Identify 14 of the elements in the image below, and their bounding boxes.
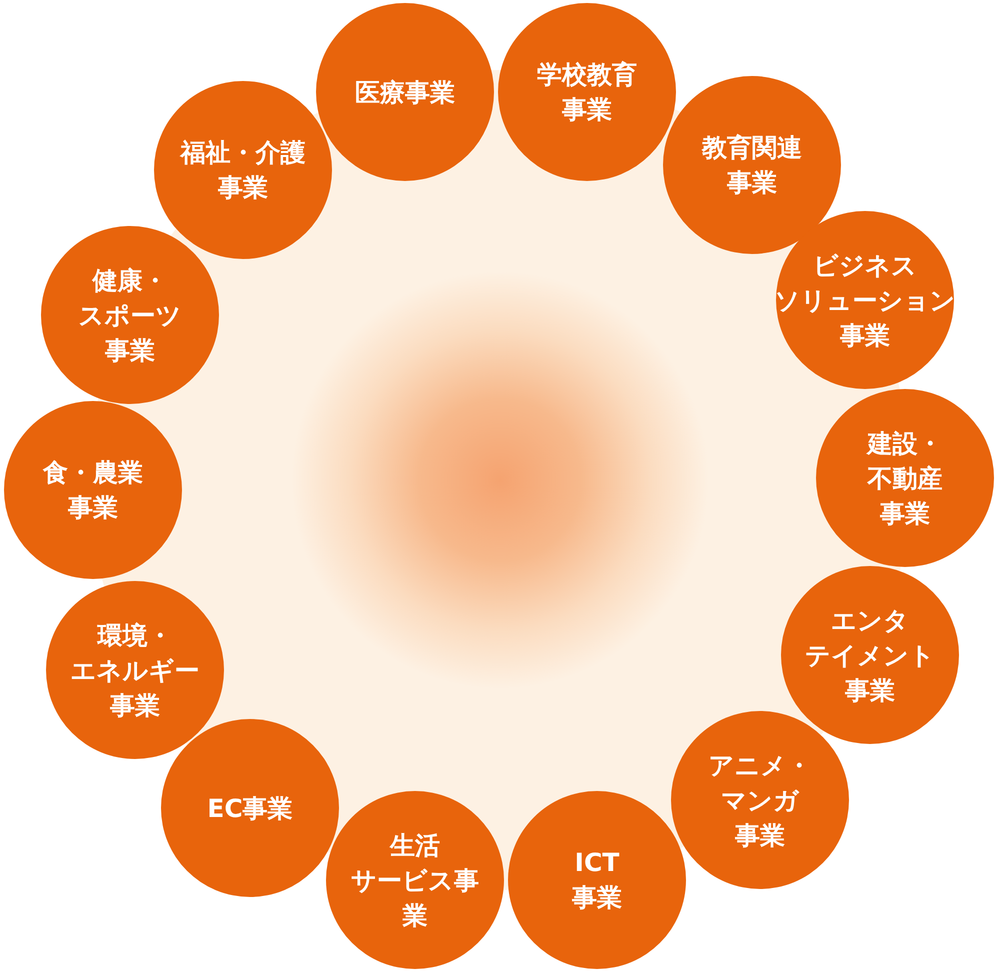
business-label: 建設・不動産事業 bbox=[868, 428, 942, 530]
business-label: 福祉・介護事業 bbox=[180, 137, 306, 204]
business-label: 生活サービス事業 bbox=[351, 830, 479, 932]
business-label: EC事業 bbox=[207, 792, 293, 824]
business-label: ビジネスソリューション事業 bbox=[774, 250, 956, 352]
business-label: エンタテイメント事業 bbox=[805, 604, 935, 706]
business-label: 環境・エネルギー事業 bbox=[70, 620, 200, 722]
business-label: ICT事業 bbox=[572, 847, 622, 914]
business-label: 健康・スポーツ事業 bbox=[78, 264, 182, 366]
business-label: 教育関連事業 bbox=[702, 132, 802, 199]
business-label: 医療事業 bbox=[355, 76, 455, 108]
business-label: 学校教育事業 bbox=[537, 59, 637, 126]
business-label: アニメ・マンガ事業 bbox=[708, 750, 812, 852]
business-label: 食・農業事業 bbox=[43, 457, 143, 524]
